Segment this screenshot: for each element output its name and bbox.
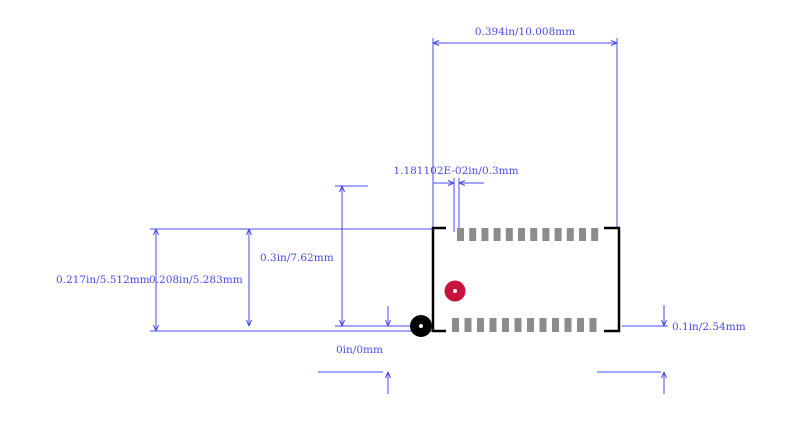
top-row-pad-4 <box>493 228 501 241</box>
lower-right-pointer-arrow <box>661 371 667 379</box>
pitch-label: 0.1in/2.54mm <box>672 321 746 333</box>
span-body-label: 0.208in/5.283mm <box>149 274 243 286</box>
bottom-row-pad-7 <box>527 318 534 332</box>
pin1-marker <box>444 280 466 302</box>
bottom-row-pad-5 <box>502 318 509 332</box>
top-row-pad-3 <box>481 228 489 241</box>
bottom-row-pad-8 <box>539 318 547 332</box>
span-overall-arrow-top <box>153 228 159 236</box>
bottom-row-pad-4 <box>489 318 497 332</box>
top-row-pad-10 <box>566 228 574 241</box>
top-row-pad-5 <box>505 228 513 241</box>
top-row-pad-1 <box>457 228 464 241</box>
width-label: 0.394in/10.008mm <box>475 26 575 38</box>
top-row-pad-11 <box>579 228 586 241</box>
pad-width-label: 1.181102E-02in/0.3mm <box>393 165 518 177</box>
top-row-pad-8 <box>542 228 550 241</box>
span-body-arrow-top <box>246 228 252 236</box>
top-row-pad-2 <box>469 228 477 241</box>
origin-label: 0in/0mm <box>336 344 383 356</box>
pitch-pointer-arrow <box>661 319 667 327</box>
width-arrow-right <box>610 40 618 46</box>
origin-marker <box>410 315 432 337</box>
span-top-arrow-top <box>339 185 345 193</box>
bottom-row-pad-12 <box>589 318 597 332</box>
span-top-arrow-bottom <box>339 319 345 327</box>
pads-bottom-row <box>452 318 597 332</box>
bottom-row-pad-6 <box>514 318 522 332</box>
top-row-pad-9 <box>554 228 562 241</box>
span-overall-label: 0.217in/5.512mm <box>56 274 150 286</box>
bottom-row-pad-10 <box>564 318 572 332</box>
bottom-row-pad-11 <box>577 318 584 332</box>
span-body-arrow-bottom <box>246 319 252 327</box>
pin1-marker-dot <box>453 289 457 293</box>
component-outline <box>431 226 621 333</box>
top-row-pad-6 <box>518 228 525 241</box>
bottom-row-pad-9 <box>552 318 559 332</box>
bottom-row-pad-2 <box>464 318 472 332</box>
bottom-row-pad-3 <box>477 318 484 332</box>
bottom-row-pad-1 <box>452 318 459 332</box>
dimension-labels: 0.394in/10.008mm 1.181102E-02in/0.3mm 0.… <box>56 26 746 356</box>
span-overall-arrow-bottom <box>153 324 159 332</box>
origin-pointer-arrow <box>385 319 391 327</box>
outline-right-bracket <box>604 226 621 333</box>
pad-width-arrow-right <box>458 180 466 186</box>
origin-marker-dot <box>419 324 423 328</box>
lower-left-pointer-arrow <box>385 371 391 379</box>
span-top-label: 0.3in/7.62mm <box>260 252 334 264</box>
width-arrow-left <box>432 40 440 46</box>
dimension-lines <box>150 38 668 394</box>
top-row-pad-7 <box>530 228 538 241</box>
top-row-pad-12 <box>591 228 599 241</box>
pads-top-row <box>457 228 599 241</box>
pad-width-arrow-left <box>447 180 455 186</box>
outline-left-bracket <box>431 226 446 333</box>
